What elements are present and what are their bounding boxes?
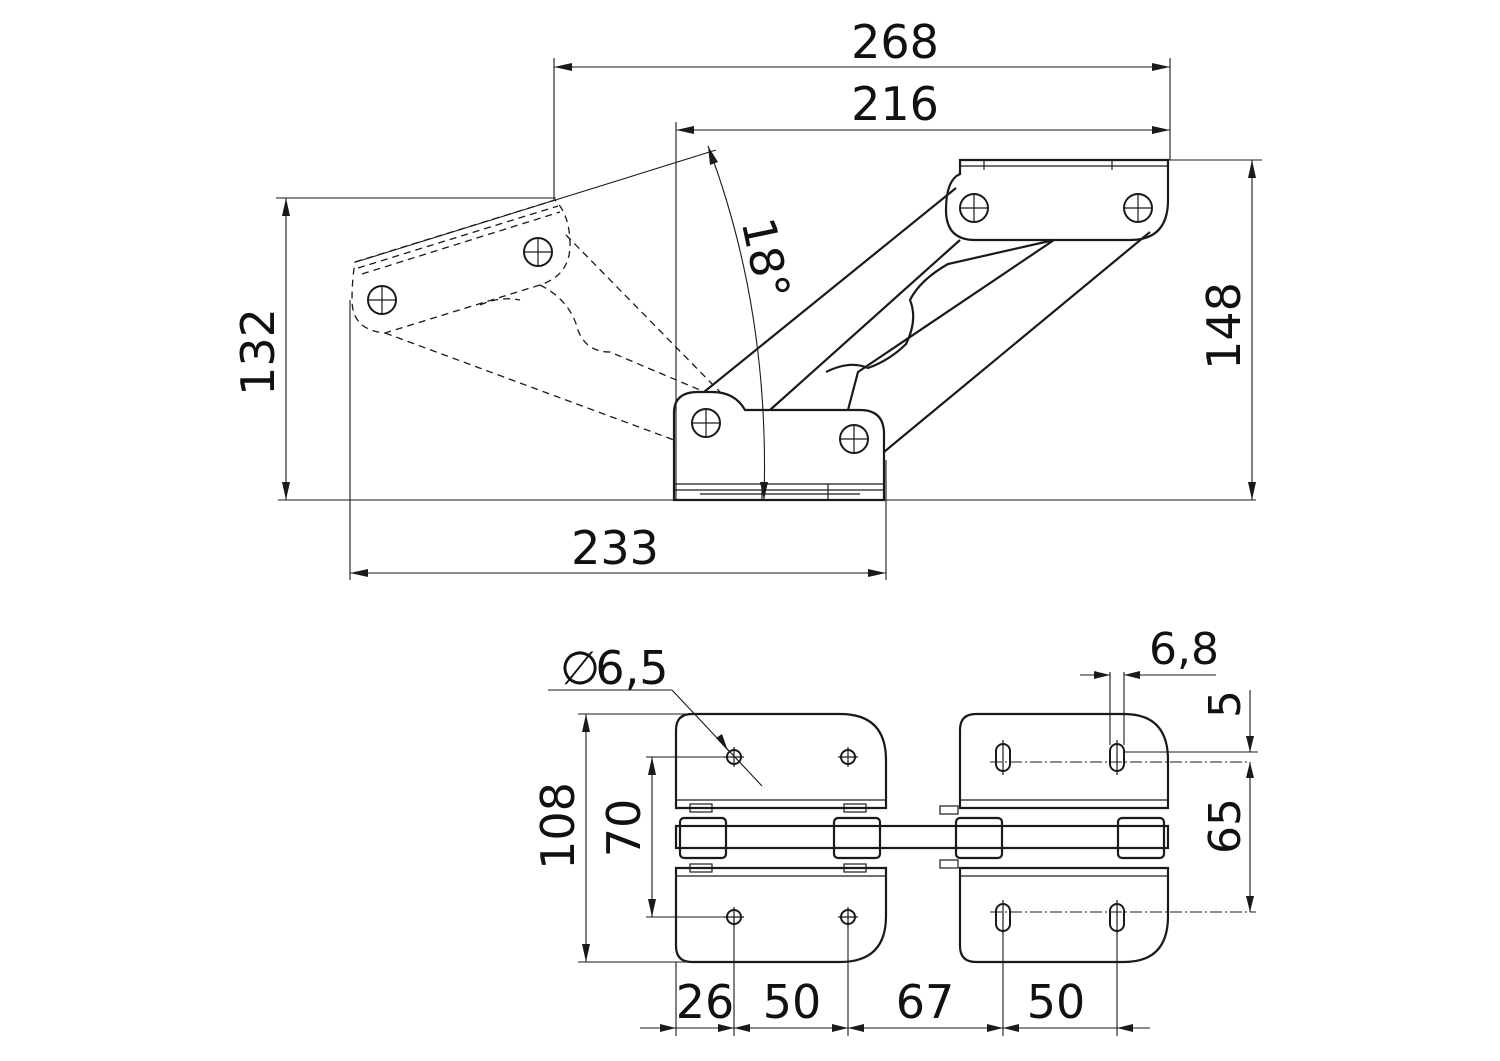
right-upper-plate <box>958 712 1250 810</box>
dim-hole-diameter-label: 6,5 <box>595 641 668 695</box>
dimension-233: 233 <box>349 300 887 580</box>
dimension-268: 268 <box>553 15 1171 200</box>
bottom-plate-holes <box>691 408 869 454</box>
left-lower-plate <box>674 866 888 964</box>
dim-left-height-label: 132 <box>231 308 285 396</box>
linkage-arms <box>703 187 1151 453</box>
dimension-216: 216 <box>675 77 1170 500</box>
dimension-hole-diameter: ∅ 6,5 <box>548 641 763 787</box>
left-upper-plate <box>650 712 888 810</box>
dim-top-plate-label: 216 <box>851 77 939 131</box>
dim-angle-label: 18° <box>731 213 801 304</box>
side-view: 268 216 18° 132 <box>231 15 1262 580</box>
dim-right-height-label: 148 <box>1197 282 1251 370</box>
linkage-bar <box>674 803 1170 873</box>
dimension-132: 132 <box>231 197 556 500</box>
dimension-angle: 18° <box>355 145 801 501</box>
dim-hole-spacing-left-label: 70 <box>597 799 651 858</box>
plan-view: ∅ 6,5 6,8 5 65 <box>531 624 1258 1036</box>
dimension-65: 65 <box>1200 762 1254 912</box>
dim-slot-length-label: 5 <box>1200 690 1251 718</box>
dim-hole-spacing-right-label: 65 <box>1200 798 1251 854</box>
dim-hole-pitch-left-label: 50 <box>763 975 822 1029</box>
dim-gap-label: 67 <box>896 975 955 1029</box>
dim-slot-width-label: 6,8 <box>1149 624 1219 675</box>
dimension-70: 70 <box>597 756 730 918</box>
dimension-chain-bottom: 26 50 67 50 <box>640 917 1150 1036</box>
dimension-148: 148 <box>1168 159 1262 500</box>
diameter-symbol-icon: ∅ <box>560 641 600 695</box>
dim-edge-offset-label: 26 <box>676 975 735 1029</box>
dimension-slot-width: 6,8 <box>1080 624 1219 745</box>
dim-total-height-label: 108 <box>531 782 585 870</box>
link-arm <box>674 824 1170 850</box>
dimension-108: 108 <box>531 713 690 963</box>
dim-overall-top-label: 268 <box>851 15 939 69</box>
right-lower-plate <box>958 866 1256 964</box>
dim-bottom-width-label: 233 <box>571 521 659 575</box>
top-plate <box>944 158 1170 242</box>
closed-position-arms <box>351 199 721 441</box>
dim-hole-pitch-right-label: 50 <box>1027 975 1086 1029</box>
dimension-slot-length: 5 <box>1124 690 1258 778</box>
